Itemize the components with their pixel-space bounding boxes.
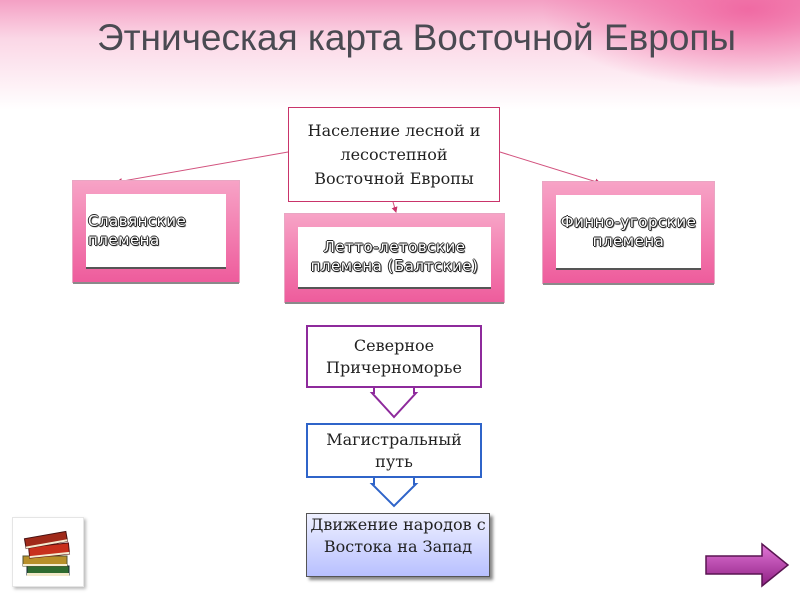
slavic-tribes-box: Славянские племена bbox=[73, 181, 239, 282]
root-box: Население лесной и лесостепной Восточной… bbox=[288, 107, 500, 202]
connector-root-finno bbox=[499, 151, 601, 185]
connector-root-slavic bbox=[116, 151, 289, 185]
arrow-right-icon bbox=[705, 542, 790, 588]
northern-black-sea-box: Северное Причерноморье bbox=[306, 325, 482, 388]
slavic-tribes-label: Славянские племена bbox=[86, 194, 226, 269]
baltic-tribes-label: Летто-летовские племена (Балтские) bbox=[298, 227, 491, 289]
trade-route-box: Магистральный путь bbox=[306, 423, 482, 478]
arrow-down-blue bbox=[369, 478, 419, 508]
header-background bbox=[0, 0, 800, 110]
next-slide-button[interactable] bbox=[704, 542, 790, 588]
baltic-tribes-box: Летто-летовские племена (Балтские) bbox=[285, 214, 504, 302]
arrow-down-purple bbox=[369, 388, 419, 419]
finno-ugric-tribes-label: Финно-угорские племена bbox=[556, 195, 701, 270]
connector-root-baltic bbox=[391, 201, 398, 213]
books-icon bbox=[12, 517, 84, 587]
migration-box: Движение народов с Востока на Запад bbox=[306, 513, 490, 577]
finno-ugric-tribes-box: Финно-угорские племена bbox=[543, 182, 714, 283]
page-title: Этническая карта Восточной Европы bbox=[97, 17, 737, 58]
